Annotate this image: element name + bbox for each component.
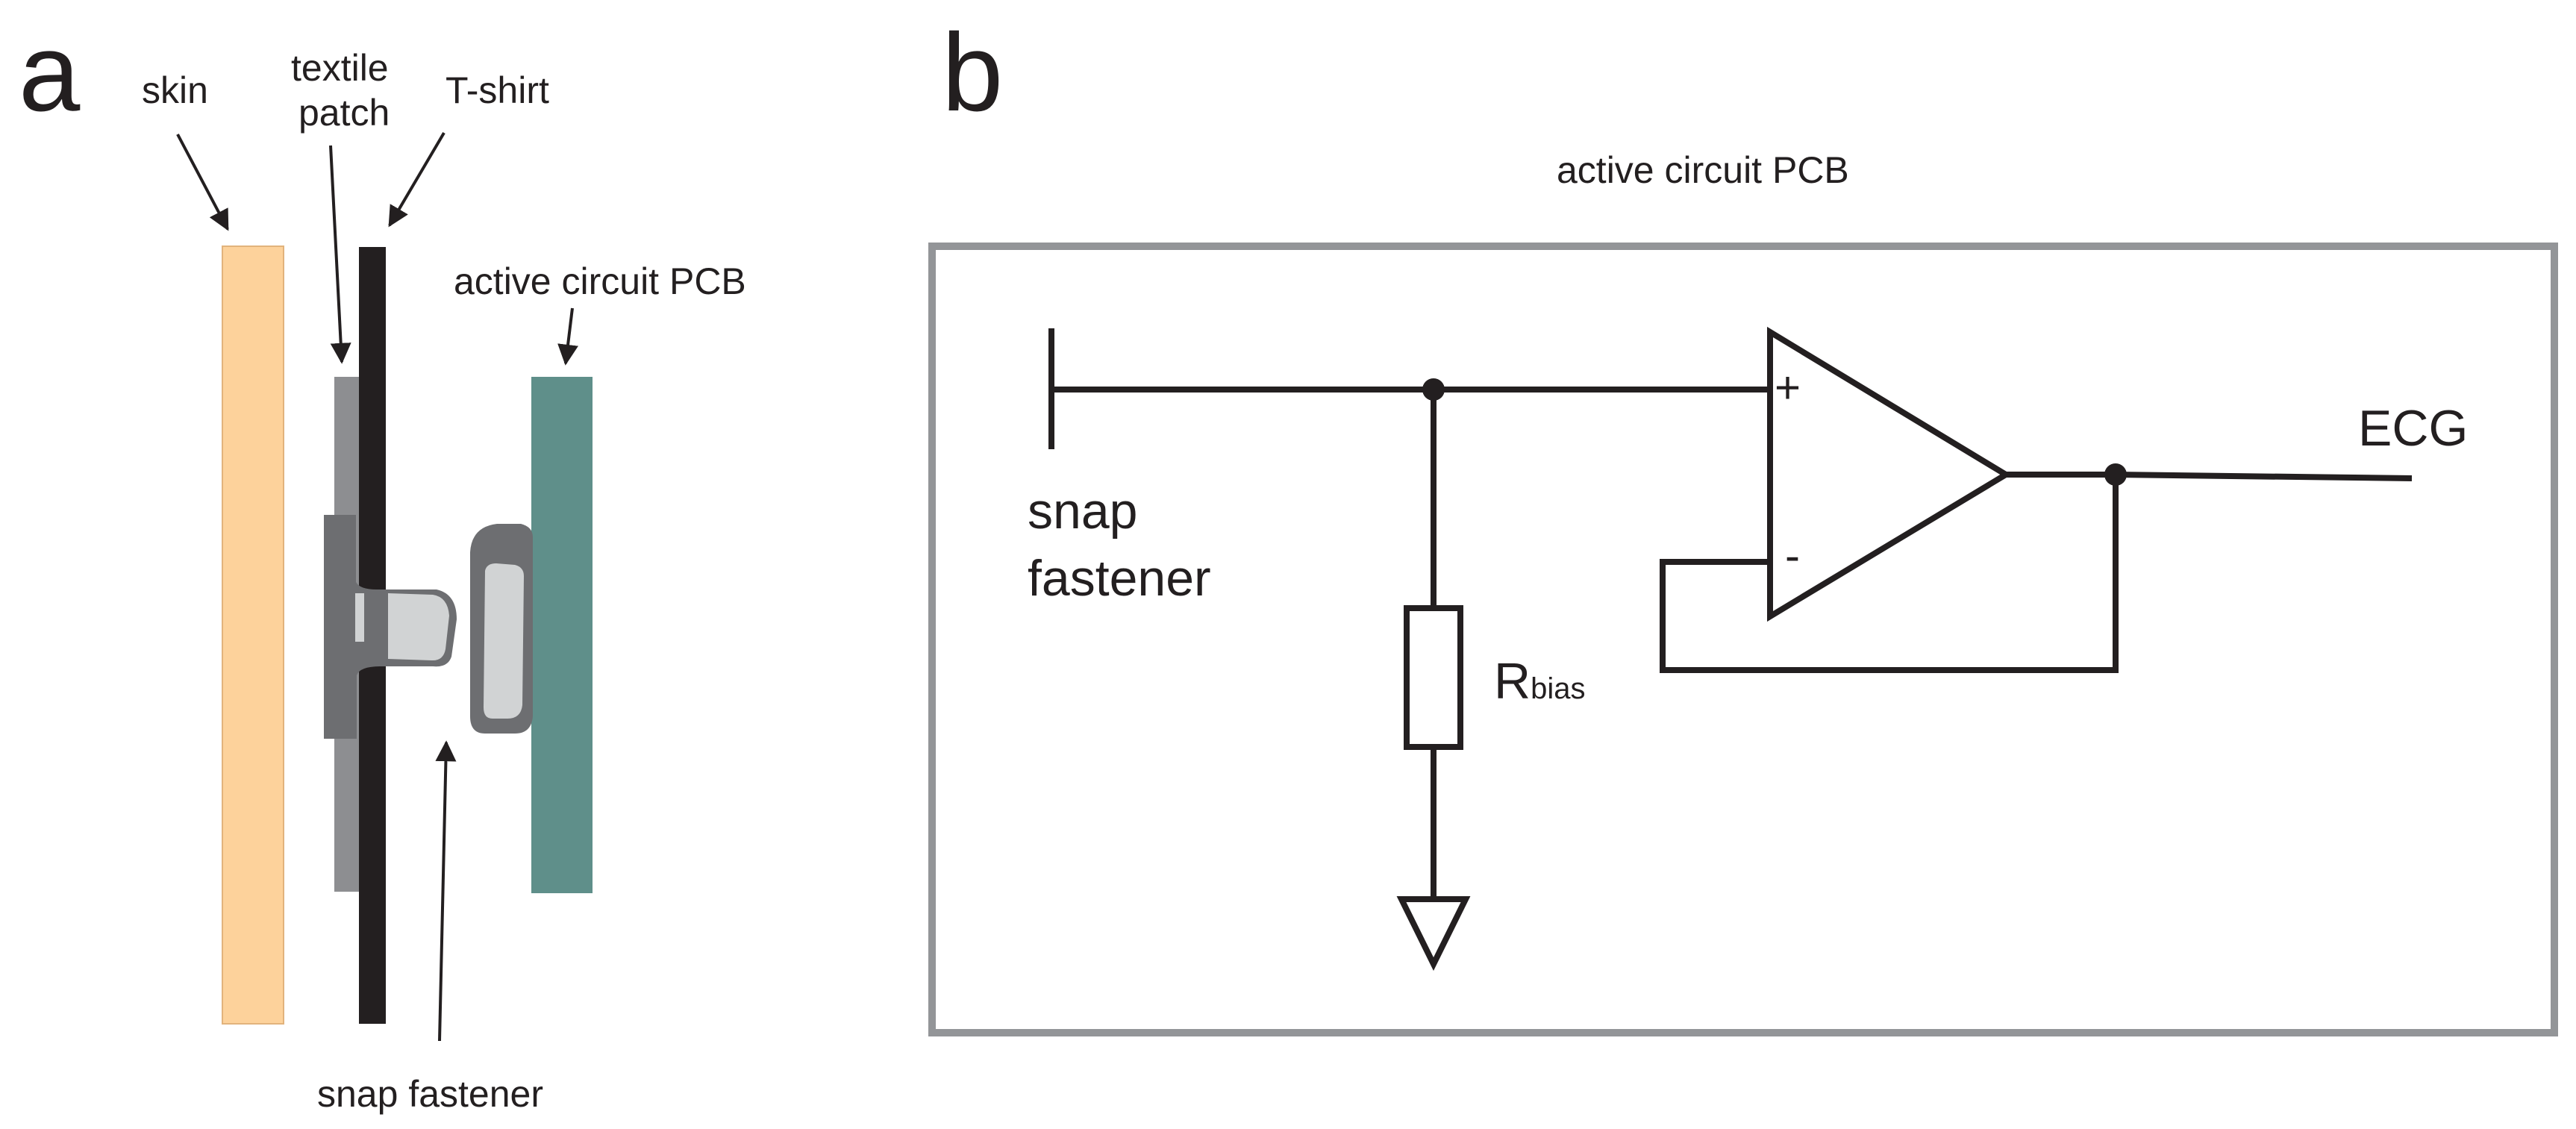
output-wire-b <box>2115 472 2413 481</box>
snap-label-line1: snap <box>1028 483 1137 540</box>
panel-a-letter: a <box>19 11 81 134</box>
snap-socket <box>470 524 533 734</box>
op-amp-plus: + <box>1775 363 1801 413</box>
snap-label-line2: fastener <box>1028 550 1211 607</box>
skin-layer <box>222 245 284 1025</box>
arrow-skin <box>176 134 229 231</box>
label-patch: patch <box>298 92 390 134</box>
resistor-label: Rbias <box>1494 653 1586 710</box>
bias-resistor <box>1404 605 1463 750</box>
label-active-circuit-pcb: active circuit PCB <box>454 260 746 302</box>
pcb-board <box>531 377 593 893</box>
label-snap-fastener: snap fastener <box>317 1073 543 1115</box>
ecg-label: ECG <box>2358 400 2468 457</box>
label-tshirt: T-shirt <box>446 69 549 111</box>
panel-a: a skin textile patch T-shirt active circ… <box>19 11 746 1115</box>
feedback-wire <box>1660 475 2119 673</box>
pcb-frame <box>928 243 2558 1036</box>
pcb-title: active circuit PCB <box>1557 149 1849 191</box>
label-skin: skin <box>142 69 208 111</box>
arrow-pcb <box>557 307 578 366</box>
ground-symbol <box>1396 896 1471 972</box>
panel-b: b active circuit PCB snap fastener Rbias… <box>928 11 2558 1036</box>
arrow-tshirt <box>388 131 446 228</box>
arrow-textile-patch <box>329 145 351 364</box>
op-amp <box>1767 326 2012 622</box>
panel-b-letter: b <box>942 11 1003 134</box>
op-amp-minus: - <box>1785 531 1800 581</box>
snap-stud <box>324 515 457 739</box>
arrow-snap-fastener <box>435 740 457 1042</box>
label-textile: textile <box>291 47 389 89</box>
